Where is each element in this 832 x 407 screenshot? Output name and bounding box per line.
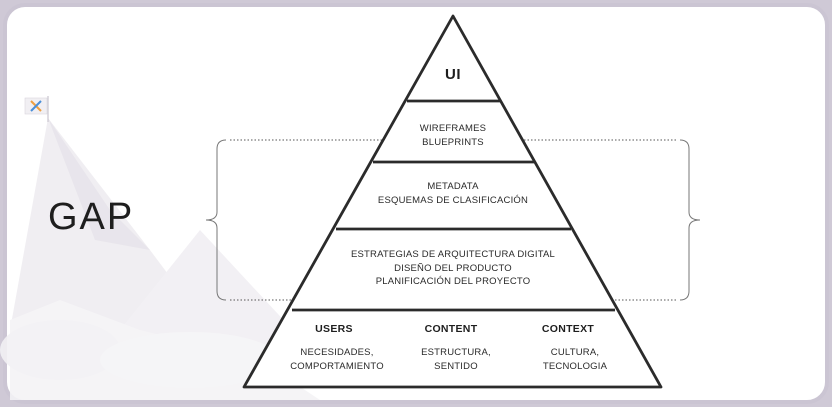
base-column-content-body: ESTRUCTURA, SENTIDO <box>406 346 506 373</box>
base-column-context-title: CONTEXT <box>541 323 595 335</box>
base-column-context-line-2: TECNOLOGIA <box>542 360 608 372</box>
pyramid-top-label: UI <box>445 66 461 83</box>
pyramid-outline <box>242 14 663 389</box>
base-column-users-line-2: COMPORTAMIENTO <box>290 360 384 372</box>
base-column-users-line-1: NECESIDADES, <box>300 347 374 358</box>
base-column-context-body: CULTURA, TECNOLOGIA <box>525 346 625 373</box>
right-brace <box>679 139 701 301</box>
base-column-users-title: USERS <box>315 323 353 335</box>
layer-wireframes-line-2: BLUEPRINTS <box>422 136 484 148</box>
layer-metadata: METADATA ESQUEMAS DE CLASIFICACIÓN <box>363 180 543 207</box>
layer-metadata-line-1: METADATA <box>427 181 479 192</box>
layer-wireframes: WIREFRAMES BLUEPRINTS <box>393 122 513 149</box>
layer-metadata-line-2: ESQUEMAS DE CLASIFICACIÓN <box>377 194 529 206</box>
left-brace <box>205 139 227 301</box>
layer-strategy-line-3: PLANIFICACIÓN DEL PROYECTO <box>375 276 531 287</box>
layer-strategy-line-2: DISEÑO DEL PRODUCTO <box>394 262 512 274</box>
gap-label: GAP <box>48 196 135 238</box>
layer-wireframes-line-1: WIREFRAMES <box>419 123 487 134</box>
base-column-content-line-2: SENTIDO <box>434 360 478 372</box>
base-column-content-title: CONTENT <box>424 323 478 335</box>
flag-icon <box>24 96 49 122</box>
base-column-users-body: NECESIDADES, COMPORTAMIENTO <box>279 346 395 373</box>
layer-strategy: ESTRATEGIAS DE ARQUITECTURA DIGITAL DISE… <box>333 248 573 289</box>
base-column-context-line-1: CULTURA, <box>550 347 600 358</box>
base-column-content-line-1: ESTRUCTURA, <box>421 347 491 358</box>
layer-strategy-line-1: ESTRATEGIAS DE ARQUITECTURA DIGITAL <box>350 249 556 260</box>
